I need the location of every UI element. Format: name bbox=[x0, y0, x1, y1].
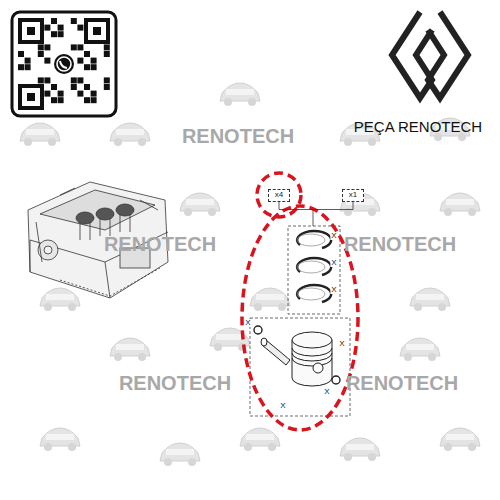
qr-module bbox=[51, 97, 57, 103]
qr-module bbox=[104, 44, 110, 50]
quantity-box: x1 bbox=[342, 189, 364, 202]
qr-module bbox=[91, 64, 97, 70]
qr-module bbox=[104, 84, 110, 90]
qr-module bbox=[44, 58, 50, 64]
qr-module bbox=[58, 25, 64, 31]
quantity-text: x1 bbox=[349, 191, 357, 199]
car-watermark bbox=[110, 338, 150, 361]
quantity-mark: X bbox=[244, 319, 251, 327]
watermark: RENOTECH bbox=[346, 373, 458, 393]
renault-logo bbox=[392, 12, 468, 98]
car-watermark bbox=[180, 193, 220, 216]
qr-module bbox=[51, 31, 57, 37]
watermark: RENOTECH bbox=[182, 126, 294, 146]
quantity-mark: X bbox=[279, 402, 286, 410]
qr-module bbox=[58, 97, 64, 103]
qr-module bbox=[51, 18, 57, 24]
piston-assembly bbox=[250, 318, 350, 416]
ring-set bbox=[288, 226, 340, 314]
car-watermark bbox=[220, 83, 260, 106]
leader-line bbox=[313, 210, 314, 226]
quantity-mark: X bbox=[330, 232, 337, 240]
qr-module bbox=[91, 97, 97, 103]
qr-module bbox=[51, 84, 57, 90]
car-watermark bbox=[400, 338, 440, 361]
qr-module bbox=[25, 58, 31, 64]
qr-module bbox=[18, 64, 24, 70]
qr-module bbox=[77, 58, 83, 64]
highlight-mark bbox=[242, 173, 358, 430]
car-watermark bbox=[250, 288, 290, 311]
qr-module bbox=[58, 31, 64, 37]
car-watermark bbox=[410, 288, 450, 311]
quantity-mark: X bbox=[338, 340, 345, 348]
qr-code bbox=[12, 12, 116, 116]
watermark: RENOTECH bbox=[344, 234, 456, 254]
qr-module bbox=[91, 58, 97, 64]
qr-module bbox=[77, 25, 83, 31]
qr-module bbox=[104, 77, 110, 83]
car-watermark bbox=[20, 123, 60, 146]
qr-module bbox=[71, 44, 77, 50]
quantity-mark: X bbox=[323, 388, 330, 396]
qr-module bbox=[77, 91, 83, 97]
car-watermark bbox=[440, 193, 480, 216]
qr-module bbox=[44, 77, 50, 83]
qr-module bbox=[71, 77, 77, 83]
quantity-mark: X bbox=[330, 259, 337, 267]
car-watermark bbox=[40, 428, 80, 451]
watermark: RENOTECH bbox=[119, 373, 231, 393]
qr-module bbox=[77, 44, 83, 50]
car-watermark bbox=[40, 288, 80, 311]
qr-module bbox=[38, 51, 44, 57]
quantity-mark: X bbox=[330, 286, 337, 294]
qr-module bbox=[84, 84, 90, 90]
qr-module bbox=[38, 77, 44, 83]
car-watermark bbox=[240, 428, 280, 451]
qr-module bbox=[38, 44, 44, 50]
qr-module bbox=[44, 91, 50, 97]
car-watermark bbox=[20, 83, 480, 466]
qr-module bbox=[44, 25, 50, 31]
qr-module bbox=[84, 51, 90, 57]
quantity-text: x4 bbox=[275, 191, 283, 199]
bracket-line bbox=[279, 202, 353, 210]
qr-module bbox=[71, 84, 77, 90]
brand-label: PEÇA RENOTECH bbox=[354, 119, 482, 134]
qr-module bbox=[44, 44, 50, 50]
qr-module bbox=[84, 97, 90, 103]
qr-module bbox=[84, 64, 90, 70]
qr-module bbox=[25, 64, 31, 70]
car-watermark bbox=[340, 438, 380, 461]
qr-module bbox=[18, 51, 24, 57]
qr-module bbox=[58, 91, 64, 97]
qr-module bbox=[104, 51, 110, 57]
watermark: RENOTECH bbox=[104, 234, 216, 254]
car-watermark bbox=[160, 443, 200, 466]
qr-module bbox=[91, 91, 97, 97]
qr-module bbox=[77, 77, 83, 83]
qr-module bbox=[71, 18, 77, 24]
car-watermark bbox=[110, 123, 150, 146]
car-watermark bbox=[440, 428, 480, 451]
quantity-box: x4 bbox=[268, 189, 290, 202]
